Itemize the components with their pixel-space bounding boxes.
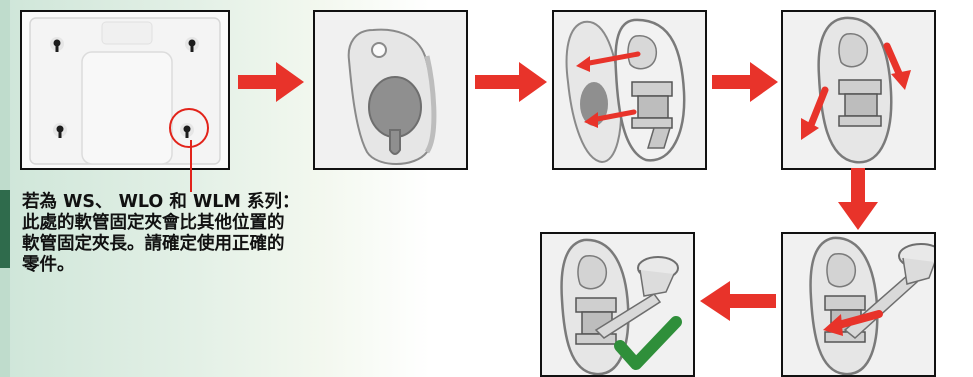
arrow-down-icon — [838, 168, 878, 230]
note-line: 此處的軟管固定夾會比其他位置的 — [22, 213, 402, 234]
step5-complete — [540, 232, 695, 377]
step3-slide-down — [781, 10, 936, 170]
note-line: 軟管固定夾長。請確定使用正確的 — [22, 234, 402, 255]
arrow-right-icon — [712, 62, 778, 102]
section-marker-tab — [0, 190, 10, 268]
callout-line — [190, 140, 192, 192]
page-edge-strip — [0, 0, 10, 377]
step1-mount-plate — [313, 10, 468, 170]
step2-align-clip — [552, 10, 707, 170]
appliance-back-photo — [20, 10, 230, 170]
arrow-right-icon — [238, 62, 304, 102]
note-line: 若為 WS、 WLO 和 WLM 系列： — [22, 192, 402, 213]
arrow-right-icon — [475, 62, 547, 102]
note-line: 零件。 — [22, 255, 402, 276]
hose-clip-note: 若為 WS、 WLO 和 WLM 系列： 此處的軟管固定夾會比其他位置的 軟管固… — [22, 192, 402, 276]
arrow-left-icon — [700, 281, 776, 321]
step4-insert-hose — [781, 232, 936, 377]
